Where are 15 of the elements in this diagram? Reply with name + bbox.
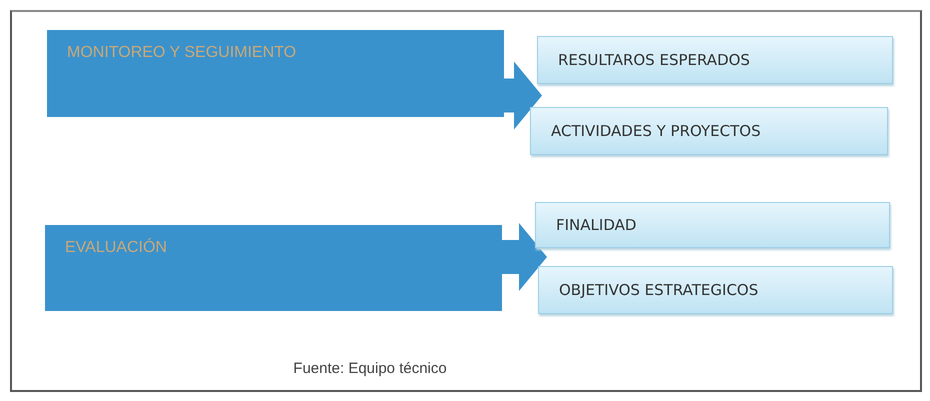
caption: Fuente: Equipo técnico bbox=[293, 360, 447, 377]
box-label: RESULTAROS ESPERADOS bbox=[557, 51, 750, 69]
process-box bbox=[45, 225, 502, 311]
box-label: EVALUACIÓN bbox=[64, 239, 167, 257]
box-label: OBJETIVOS ESTRATEGICOS bbox=[558, 281, 758, 299]
result-box bbox=[538, 266, 893, 314]
result-box bbox=[535, 202, 890, 248]
block-arrow bbox=[504, 62, 542, 130]
result-box bbox=[530, 107, 888, 155]
box-label: ACTIVIDADES Y PROYECTOS bbox=[550, 122, 761, 140]
result-box bbox=[537, 36, 893, 84]
process-box bbox=[47, 30, 504, 117]
box-label: MONITOREO Y SEGUIMIENTO bbox=[66, 44, 296, 62]
block-arrow bbox=[502, 223, 547, 291]
box-label: FINALIDAD bbox=[555, 216, 636, 234]
